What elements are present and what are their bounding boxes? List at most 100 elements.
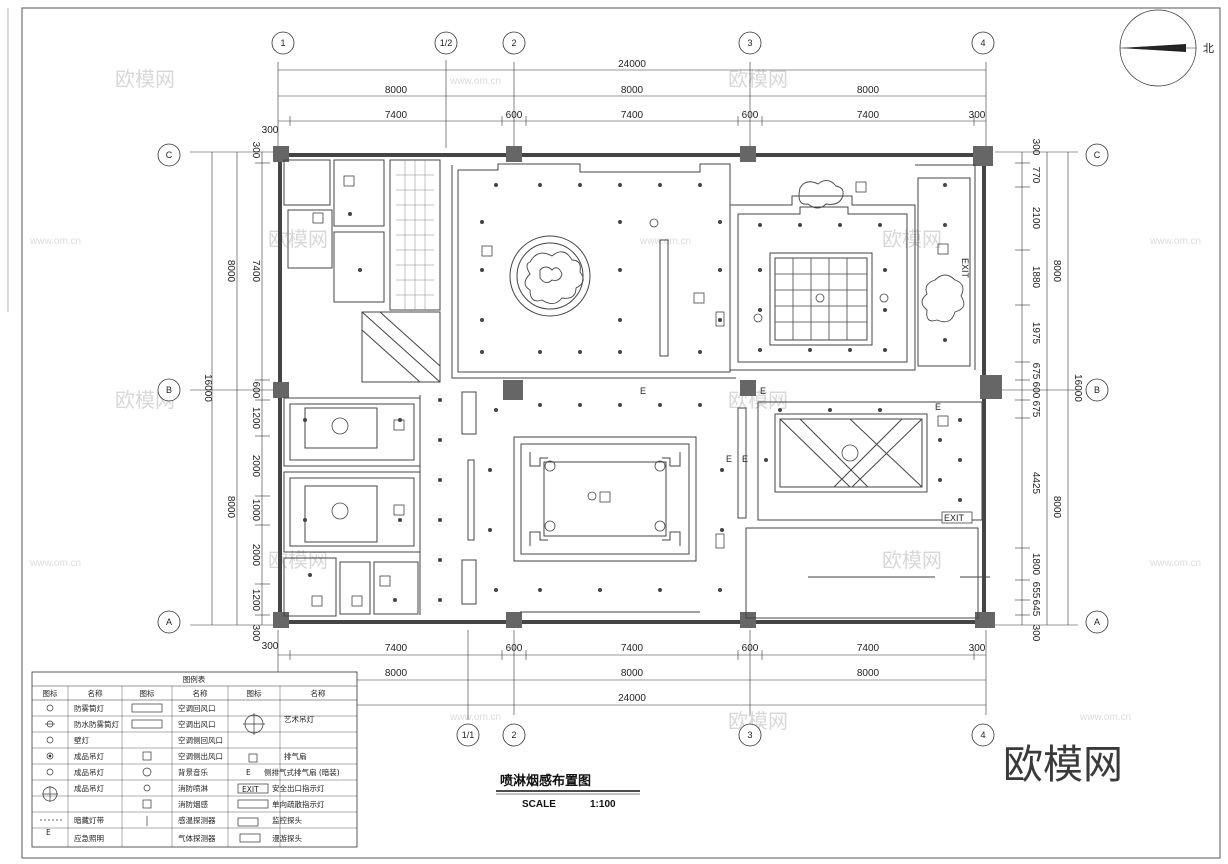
dim-bottom-sub-1: 300 [262,641,279,652]
svg-text:4: 4 [980,730,985,740]
svg-text:1/1: 1/1 [462,730,475,740]
dim-bottom-sub-7: 300 [969,643,986,654]
svg-text:www.om.cn: www.om.cn [639,236,691,247]
dim-bottom-sub-3: 600 [506,643,523,654]
svg-text:空调侧出风口: 空调侧出风口 [178,751,223,761]
right-axis-bubbles [1085,143,1109,634]
brand-logo: 欧模网 [1003,742,1123,788]
svg-text:艺术吊灯: 艺术吊灯 [284,714,314,724]
top-axis-bubbles [271,31,995,55]
dim-left-sub-3: 600 [250,382,261,399]
svg-text:欧模网: 欧模网 [728,67,788,91]
svg-text:www.om.cn: www.om.cn [29,558,81,569]
svg-text:图标: 图标 [247,688,262,698]
svg-text:3: 3 [747,38,752,48]
dim-left-sub-2: 7400 [250,260,261,283]
dim-left-sub-1: 300 [250,142,261,159]
dim-bottom-bay-2: 8000 [621,668,644,679]
svg-text:漫游探头: 漫游探头 [272,833,302,843]
dim-right-sub-10: 1800 [1030,553,1041,576]
legend-table: 图例表 图标 名称 图标 名称 图标 名称 防雾筒灯 空调回风口 艺术吊灯 防水… [31,671,358,848]
svg-text:www.om.cn: www.om.cn [1079,712,1131,723]
emergency-mark: E [760,386,766,396]
sheet-border [21,7,1221,859]
floor-plan: E E E E E EXIT EXIT [273,146,1002,628]
svg-text:B: B [166,385,172,395]
emergency-mark: E [935,402,941,412]
svg-text:排气扇: 排气扇 [284,751,307,761]
dim-top-sub-5: 600 [742,110,759,121]
svg-text:EXIT: EXIT [242,785,259,794]
svg-text:1: 1 [280,38,285,48]
dim-right-sub-2: 770 [1030,167,1041,184]
watermarks: 欧模网 欧模网 欧模网 欧模网 欧模网 欧模网 欧模网 欧模网 欧模网 www.… [29,67,1201,733]
dim-bottom-bay-1: 8000 [385,668,408,679]
svg-text:2: 2 [511,38,516,48]
bottom-dimensions [277,630,987,720]
dim-right-sub-12: 645 [1030,600,1041,617]
dim-right-bay-1: 8000 [1051,260,1062,283]
right-dimensions [995,151,1078,626]
scale-value: 1:100 [590,799,616,810]
exit-sign: EXIT [944,513,965,523]
dim-bottom-bay-3: 8000 [857,668,880,679]
dim-left-bay-1: 8000 [225,260,236,283]
svg-text:C: C [1094,150,1101,160]
svg-text:监控探头: 监控探头 [272,815,302,825]
north-arrow: 北 [1119,9,1214,87]
svg-text:名称: 名称 [311,688,326,698]
svg-text:名称: 名称 [193,688,208,698]
dim-top-sub-2: 7400 [385,110,408,121]
svg-text:壁灯: 壁灯 [74,735,89,745]
svg-text:www.om.cn: www.om.cn [1149,236,1201,247]
svg-text:背景音乐: 背景音乐 [178,767,208,777]
top-dimensions [277,60,987,148]
dim-right-sub-5: 1975 [1030,322,1041,345]
svg-text:C: C [166,150,173,160]
dim-left-sub-8: 1200 [250,589,261,612]
dim-right-sub-9: 4425 [1030,472,1041,495]
dim-top-sub-1: 300 [262,125,279,136]
svg-text:应急照明: 应急照明 [74,833,104,843]
dim-right-sub-11: 655 [1030,582,1041,599]
dim-bottom-total: 24000 [618,693,646,704]
svg-text:A: A [1094,617,1100,627]
emergency-mark: E [726,454,732,464]
svg-text:空调侧回风口: 空调侧回风口 [178,735,223,745]
svg-text:图标: 图标 [140,688,155,698]
dim-left-total: 16000 [202,374,213,402]
bottom-axis-bubbles [456,723,995,747]
dim-right-sub-13: 300 [1030,625,1041,642]
exit-sign: EXIT [960,258,970,279]
dim-right-total: 16000 [1072,374,1083,402]
dim-right-sub-4: 1880 [1030,266,1041,289]
dim-right-sub-1: 300 [1030,139,1041,156]
dim-top-sub-6: 7400 [857,110,880,121]
dim-left-sub-9: 300 [250,625,261,642]
svg-text:www.om.cn: www.om.cn [29,236,81,247]
page-title: 喷淋烟感布置图 [500,773,591,789]
svg-text:防水防雾筒灯: 防水防雾筒灯 [74,719,119,729]
svg-text:A: A [166,617,172,627]
svg-text:E: E [46,828,51,837]
dim-bottom-sub-2: 7400 [385,643,408,654]
svg-text:感温探测器: 感温探测器 [178,815,216,825]
svg-text:单向疏散指示灯: 单向疏散指示灯 [272,799,325,809]
dim-right-sub-8: 675 [1030,401,1041,418]
dim-right-sub-7: 600 [1030,382,1041,399]
svg-text:2: 2 [511,730,516,740]
svg-text:空调出风口: 空调出风口 [178,719,216,729]
dim-top-bay-3: 8000 [857,85,880,96]
drawing-title: 喷淋烟感布置图 SCALE 1:100 [496,773,640,810]
dim-top-sub-4: 7400 [621,110,644,121]
left-axis-bubbles [157,143,181,634]
dim-top-bay-2: 8000 [621,85,644,96]
svg-text:4: 4 [980,38,985,48]
svg-text:欧模网: 欧模网 [882,548,942,572]
svg-text:欧模网: 欧模网 [115,67,175,91]
svg-text:消防烟感: 消防烟感 [178,799,208,809]
svg-text:1/2: 1/2 [440,38,453,48]
dim-top-bay-1: 8000 [385,85,408,96]
svg-text:侧排气式排气扇 (暗装): 侧排气式排气扇 (暗装) [264,767,340,777]
